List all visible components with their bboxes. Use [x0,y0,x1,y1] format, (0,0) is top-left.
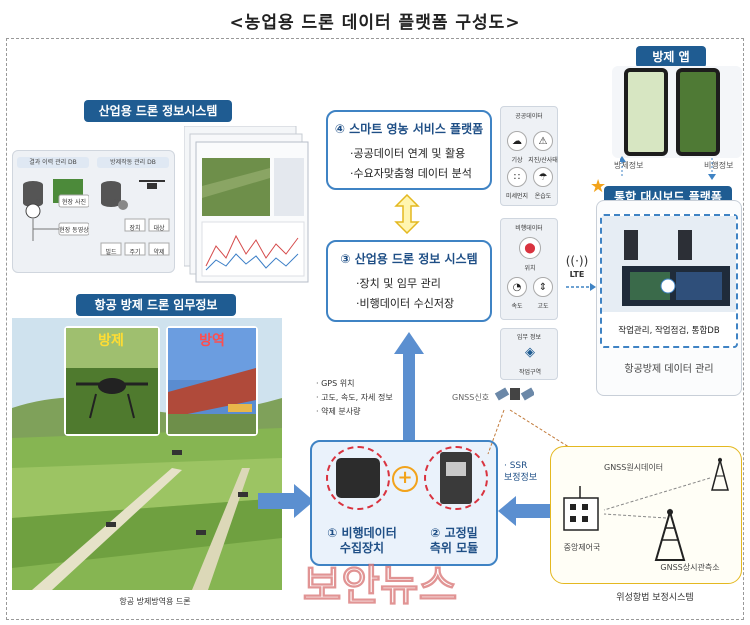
mission-info-header: 임무 정보 [517,334,541,341]
location-icon: ⬤ [519,237,541,259]
public-data-panel: 공공데이터 ☁ ⚠ 기상 지진/산사태 ∷ ☂ 미세먼지 온습도 [500,106,558,206]
satellite-icon [494,387,534,401]
db1-item-photo: 현장 사진 [62,199,86,206]
spray-drone-icon [66,328,158,434]
correction-system-box [550,446,742,584]
plus-icon: + [392,466,418,492]
public-data-header: 공공데이터 [515,113,543,120]
correction-caption: 위성항법 보정시스템 [616,593,694,603]
disinfect-photo-label: 방역 [199,333,225,349]
dust-icon: ∷ [507,167,527,187]
watermark: 보안뉴스 [302,561,458,611]
humidity-icon: ☂ [533,167,553,187]
control-center-label: 중앙제어국 [563,543,601,552]
diagram-frame [6,38,744,620]
dashboard-footer: 항공방제 데이터 관리 [624,364,714,375]
correction-to-device-arrow [498,496,550,526]
flight-data-panel: 비행데이터 ⬤ 위치 ◔ ⇕ 속도 고도 [500,218,558,320]
earthquake-icon: ⚠ [533,131,553,151]
app-header: 방제 앱 [636,46,706,68]
lte-label: LTE [569,270,585,279]
gnss-module-ring [424,446,488,510]
app-note-left: 방제정보 [614,161,644,170]
mission-info-panel: 임무 정보 ◈ 작업구역 [500,328,558,380]
db1-label: 결과 이력 관리 DB [17,157,89,168]
drone-system-line-1: ·장치 및 임무 관리 [356,277,441,290]
small-antenna-icon [711,457,729,491]
weather-icon: ☁ [507,131,527,151]
control-center-icon [563,486,599,531]
correction-links [603,477,711,519]
flight-item-altitude: 고도 [537,303,549,310]
gnss-module-icon [440,452,472,504]
phone-left [624,68,668,156]
phone-right [676,68,720,156]
system-screenshots [184,126,309,283]
gnss-signal-label: GNSS신호 [452,393,490,402]
gnss-signal-lines [487,409,581,455]
wireless-icon: ((·)) [565,254,589,268]
db1-item-video: 현장 동영상 [59,227,89,234]
telemetry-gps: · GPS 위치 [316,379,355,388]
telemetry-altitude: · 고도, 속도, 자세 정보 [316,393,393,402]
smart-platform-line-2: ·수요자맞춤형 데이터 분석 [350,167,472,180]
smart-farming-platform-card: ④ 스마트 영농 서비스 플랫폼 ·공공데이터 연계 및 활용 ·수요자맞춤형 … [326,110,492,190]
page-title: <농업용 드론 데이터 플랫폼 구성도> [229,13,521,33]
telemetry-spray: · 약제 분사량 [316,407,361,416]
spray-photo [64,326,160,436]
public-item-dust: 미세먼지 [505,193,529,200]
smart-platform-title: ④ 스마트 영농 서비스 플랫폼 [334,122,484,136]
db2-item-device: 장치 [129,225,141,232]
flight-item-speed: 속도 [511,303,523,310]
speed-icon: ◔ [507,277,527,297]
platform-link-arrow [394,194,420,234]
star-icon: ★ [590,176,607,197]
app-sync-arrows [620,156,716,180]
tower-icon [654,508,686,561]
flight-collector-icon [336,458,380,498]
drone-system-line-2: ·비행데이터 수신저장 [356,297,455,310]
farm-to-device-arrow [258,484,314,518]
public-item-humidity: 온습도 [534,193,552,200]
spray-photo-label: 방제 [98,333,124,349]
public-item-weather: 기상 [511,157,523,164]
db2-graphic [100,180,170,256]
map-pin-icon: ◈ [525,345,535,360]
dashboard-caption: 작업관리, 작업점검, 통합DB [618,326,720,336]
aerial-caption: 항공 방제방역용 드론 [119,597,191,606]
lte-arrow [566,283,596,291]
info-system-panel: 결과 이력 관리 DB 방제작동 관리 DB 현장 사진 현장 동영상 장치 대… [12,150,175,273]
db2-item-chemical: 약제 [153,249,165,256]
db2-label: 방제작동 관리 DB [97,157,169,168]
db1-graphic [23,179,89,241]
app-note-right: 비행정보 [704,161,734,170]
gnss-station-label: GNSS상시관측소 [660,563,720,572]
mission-item-area: 작업구역 [518,369,542,376]
server-graphic [602,216,736,312]
dashboard-inner: 작업관리, 작업점검, 통합DB [600,214,738,348]
flight-data-header: 비행데이터 [515,225,543,232]
public-item-quake: 지진/산사태 [528,157,558,164]
disinfect-photo [166,326,258,436]
flight-collector-ring [326,446,390,510]
altitude-icon: ⇕ [533,277,553,297]
smart-platform-line-1: ·공공데이터 연계 및 활용 [350,147,466,160]
device-to-system-arrow [394,332,424,442]
gnss-raw-label: GNSS원시데이터 [604,463,664,472]
aerial-mission-header: 항공 방제 드론 임무정보 [76,294,236,316]
barn-icon [168,328,256,434]
flight-item-location: 위치 [524,265,536,272]
db2-item-build: 빌드 [105,249,117,256]
drone-system-title: ③ 산업용 드론 정보 시스템 [340,252,478,266]
info-system-header: 산업용 드론 정보시스템 [84,100,232,122]
db2-item-target: 대상 [153,225,165,232]
drone-info-system-card: ③ 산업용 드론 정보 시스템 ·장치 및 임무 관리 ·비행데이터 수신저장 [326,240,492,322]
db2-item-cycle: 주기 [129,249,141,256]
